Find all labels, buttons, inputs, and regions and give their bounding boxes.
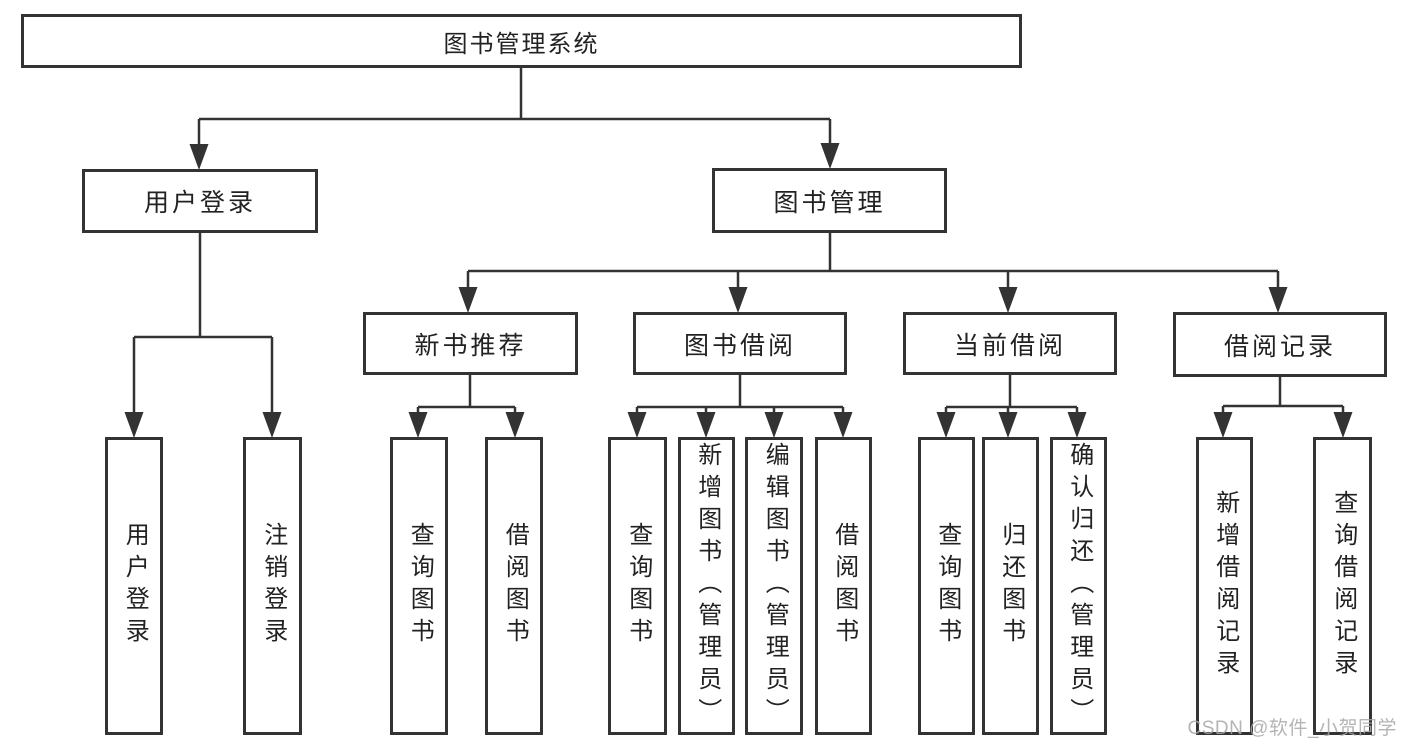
leaf-query-borrow-record: 查询借阅记录 <box>1313 437 1372 735</box>
node-book-management: 图书管理 <box>712 168 947 233</box>
leaf-user-login: 用户登录 <box>105 437 163 735</box>
node-label: 注销登录 <box>259 522 287 650</box>
node-label: 查询图书 <box>933 522 961 650</box>
node-label: 查询图书 <box>406 522 434 650</box>
leaf-query-books-borrow: 查询图书 <box>608 437 667 735</box>
connector-root-to-level2 <box>197 68 832 146</box>
node-label: 图书管理系统 <box>443 30 600 58</box>
connector-new-book-children <box>416 374 517 413</box>
node-label: 借阅图书 <box>501 522 529 650</box>
leaf-add-borrow-record: 新增借阅记录 <box>1196 437 1253 735</box>
leaf-add-book-admin: 新增图书（管理员） <box>678 437 735 735</box>
node-label: 编辑图书（管理员） <box>761 442 789 730</box>
leaf-return-book: 归还图书 <box>982 437 1039 735</box>
node-borrowing-records: 借阅记录 <box>1173 312 1387 377</box>
arrowhead-markers <box>124 143 1353 438</box>
connector-borrow-record-children <box>1221 375 1345 413</box>
connector-book-borrow-children <box>635 374 845 413</box>
node-label: 查询图书 <box>624 522 652 650</box>
leaf-confirm-return-admin: 确认归还（管理员） <box>1050 437 1107 735</box>
node-book-borrowing: 图书借阅 <box>633 312 847 375</box>
node-label: 借阅图书 <box>830 522 858 650</box>
node-label: 确认归还（管理员） <box>1065 442 1093 730</box>
connector-user-login-children <box>132 233 274 413</box>
node-label: 新增借阅记录 <box>1211 490 1239 682</box>
node-label: 图书借阅 <box>683 331 796 360</box>
connector-current-borrow-children <box>944 374 1079 413</box>
node-label: 借阅记录 <box>1223 332 1336 361</box>
node-label: 当前借阅 <box>953 331 1066 360</box>
leaf-borrow-books-recommend: 借阅图书 <box>485 437 543 735</box>
connector-book-management-children <box>466 232 1280 288</box>
node-user-login: 用户登录 <box>82 169 318 233</box>
node-label: 用户登录 <box>143 189 256 217</box>
leaf-logout: 注销登录 <box>243 437 302 735</box>
node-current-borrowing: 当前借阅 <box>903 312 1117 375</box>
node-label: 用户登录 <box>121 522 149 650</box>
leaf-edit-book-admin: 编辑图书（管理员） <box>745 437 803 735</box>
node-label: 新书推荐 <box>414 331 527 360</box>
node-library-management-system: 图书管理系统 <box>21 14 1022 68</box>
node-label: 新增图书（管理员） <box>693 442 721 730</box>
node-label: 归还图书 <box>997 522 1025 650</box>
leaf-query-books-recommend: 查询图书 <box>390 437 448 735</box>
node-label: 查询借阅记录 <box>1329 490 1357 682</box>
node-new-book-recommendation: 新书推荐 <box>363 312 578 375</box>
leaf-query-books-current: 查询图书 <box>918 437 975 735</box>
node-label: 图书管理 <box>773 188 886 217</box>
leaf-borrow-books-borrow: 借阅图书 <box>815 437 872 735</box>
